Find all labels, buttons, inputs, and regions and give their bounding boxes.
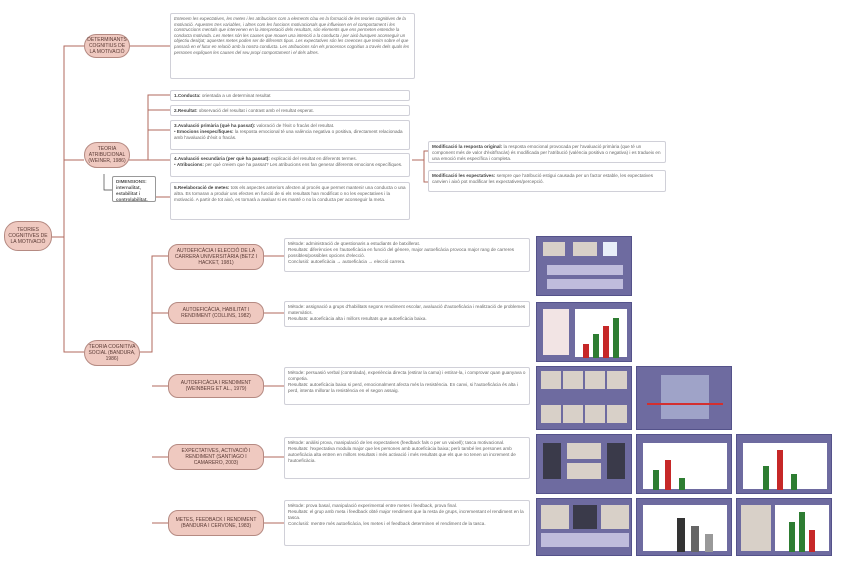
social-node[interactable]: TEORIA COGNITIVA SOCIAL (BANDURA, 1986): [84, 340, 140, 366]
study-1-illustration: [536, 236, 632, 296]
study-2-node[interactable]: AUTOEFICÀCIA, HABILITAT I RENDIMENT (COL…: [168, 302, 264, 324]
study-3-text: Mètode: persuasió verbal (controlada), e…: [284, 367, 530, 405]
note-response-text: la resposta emocional provocada per l'av…: [432, 144, 661, 161]
study-1-node[interactable]: AUTOEFICÀCIA I ELECCIÓ DE LA CARRERA UNI…: [168, 244, 264, 270]
study-4-text: Mètode: anàlisi prova, manipulació de le…: [284, 437, 530, 479]
study-5-illustration-c: [736, 498, 832, 556]
step-1-text: orientada a un determinat resultat: [200, 93, 271, 98]
study-2-illustration: [536, 302, 632, 362]
step-4-box: 4.Avaluació secundària (per què ha passa…: [170, 153, 410, 177]
step-3-sub-text: la resposta emocional té una valència ne…: [174, 129, 403, 140]
study-3-node[interactable]: AUTOEFICÀCIA I RENDIMENT (WEINBERG ET AL…: [168, 374, 264, 398]
study-3-illustration-a: [536, 366, 632, 430]
step-4-title: 4.Avaluació secundària (per què ha passa…: [174, 156, 270, 161]
note-expectatives-title: Modificació les expectatives:: [432, 173, 496, 178]
study-2-text: Mètode: assignació a grups d'habilitats …: [284, 301, 530, 327]
study-5-text: Mètode: prova basal, manipulació experim…: [284, 500, 530, 546]
study-5-illustration-a: [536, 498, 632, 556]
step-3-text: valoració de l'èxit o fracàs del resulta…: [255, 123, 335, 128]
study-1-text: Mètode: administració de qüestionaris a …: [284, 238, 530, 272]
root-node[interactable]: TEORIES COGNITIVES DE LA MOTIVACIÓ: [4, 221, 52, 251]
step-4-sub-text: per què creiem que ha passat? Les atribu…: [203, 162, 403, 167]
dimensions-box: DIMENSIONS: internalitat, estabilitat i …: [112, 176, 156, 202]
determinants-node[interactable]: DETERMINANTS COGNITIUS DE LA MOTIVACIÓ: [84, 34, 130, 58]
step-5-text: tots els aspectes anteriors afecten al p…: [174, 185, 406, 202]
study-4-illustration-a: [536, 434, 632, 494]
note-expectatives-box: Modificació les expectatives: sempre que…: [428, 170, 666, 192]
step-2-box: 2.Resultat: observació del resultat i co…: [170, 105, 410, 116]
step-1-box: 1.Conducta: orientada a un determinat re…: [170, 90, 410, 101]
step-2-title: 2.Resultat:: [174, 108, 198, 113]
step-5-box: 5.Reelaboració de metes: tots els aspect…: [170, 182, 410, 220]
study-3-illustration-b: [636, 366, 732, 430]
step-4-sub-title: Atribucions:: [176, 162, 204, 167]
note-response-box: Modificació la resposta original: la res…: [428, 141, 666, 163]
step-1-title: 1.Conducta:: [174, 93, 201, 98]
step-3-title: 3.Avaluació primària (què ha passat):: [174, 123, 256, 128]
study-4-illustration-b: [636, 434, 732, 494]
step-2-text: observació del resultat i contrast amb e…: [197, 108, 314, 113]
study-4-node[interactable]: EXPECTATIVES, ACTIVACIÓ I RENDIMENT (SAN…: [168, 444, 264, 470]
study-5-illustration-b: [636, 498, 732, 556]
step-5-title: 5.Reelaboració de metes:: [174, 185, 230, 190]
study-5-node[interactable]: METES, FEEDBACK I RENDIMENT (BANDURA I C…: [168, 510, 264, 536]
study-4-illustration-c: [736, 434, 832, 494]
step-4-text: explicació del resultat en diferents ter…: [269, 156, 357, 161]
determinants-description: Entenem les expectatives, les metes i le…: [170, 13, 415, 79]
note-expectatives-text: sempre que l'atribució estigui causada p…: [432, 173, 653, 184]
atribucional-node[interactable]: TEORIA ATRIBUCIONAL (WEINER, 1986): [84, 142, 130, 168]
step-3-box: 3.Avaluació primària (què ha passat): va…: [170, 120, 410, 150]
note-response-title: Modificació la resposta original:: [432, 144, 503, 149]
step-3-sub-title: Emocions inespecífiques:: [176, 129, 234, 134]
